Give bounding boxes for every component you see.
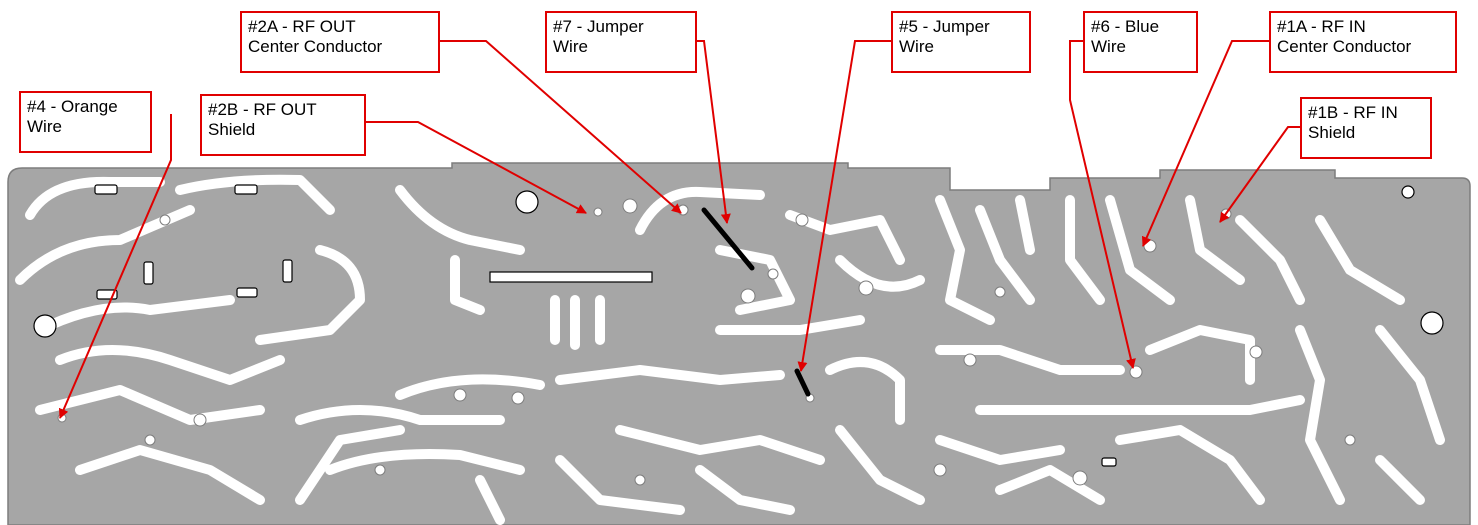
callout-1b-rf-in-shield: #1B - RF IN Shield [1300,97,1432,159]
leader-lines [58,40,1300,419]
leader-line-2a [440,40,682,214]
leader-line-7 [697,40,731,224]
jumper-wire-5 [794,368,811,397]
leader-line-2b [366,121,587,214]
callout-1a-rf-in-center-conductor: #1A - RF IN Center Conductor [1269,11,1457,73]
leader-line-5 [797,40,891,372]
leader-line-1b [1219,126,1300,223]
leader-line-1a [1141,40,1269,247]
solder-pads [57,198,1356,486]
callout-2b-rf-out-shield: #2B - RF OUT Shield [200,94,366,156]
callout-5-jumper-wire: #5 - Jumper Wire [891,11,1031,73]
leader-line-4 [58,114,172,419]
callout-4-orange-wire: #4 - Orange Wire [19,91,152,153]
callout-7-jumper-wire: #7 - Jumper Wire [545,11,697,73]
callout-2a-rf-out-center-conductor: #2A - RF OUT Center Conductor [240,11,440,73]
jumper-wire-7 [701,207,755,271]
trace-channels [15,174,1445,525]
callout-6-blue-wire: #6 - Blue Wire [1083,11,1198,73]
leader-line-6 [1069,40,1136,369]
